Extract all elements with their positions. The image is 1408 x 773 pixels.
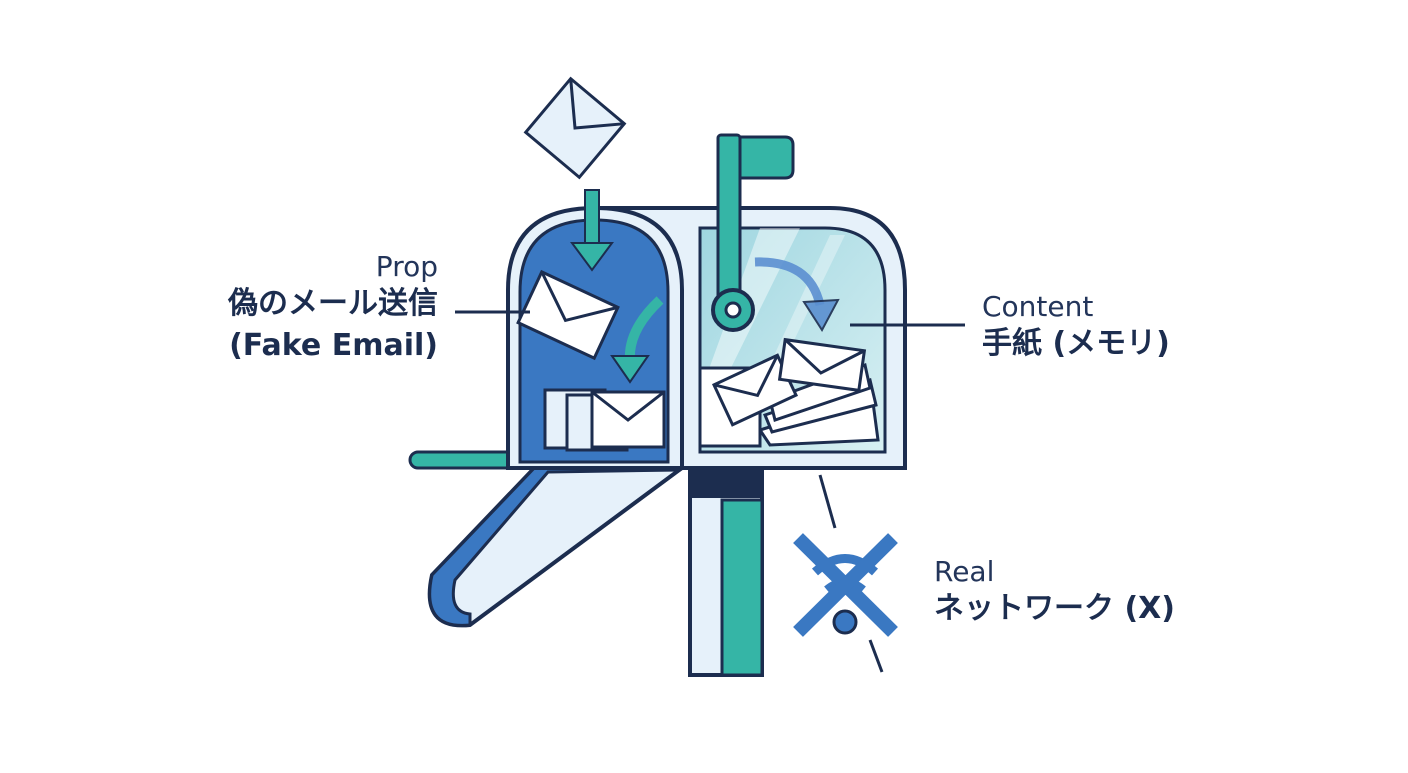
curved-arrow-glass-icon — [754, 257, 840, 332]
label-prop-caption: Prop — [375, 250, 438, 283]
label-content-caption: Content — [982, 290, 1094, 323]
falling-envelope-icon — [523, 76, 627, 180]
arrow-down-icon — [570, 189, 614, 272]
curved-arrow-icon — [610, 296, 664, 384]
mailbox-post — [688, 468, 764, 677]
label-prop-title-en: (Fake Email) — [229, 328, 438, 363]
label-real-caption: Real — [934, 555, 995, 588]
label-prop: Prop 偽のメール送信 (Fake Email) — [228, 250, 438, 367]
label-real-title: ネットワーク (X) — [934, 591, 1175, 626]
mailbox-door — [408, 450, 697, 628]
flag-icon — [711, 133, 795, 332]
leader-line-real-bottom — [868, 639, 884, 673]
leader-lines — [455, 310, 965, 673]
label-real: Real ネットワーク (X) — [934, 555, 1175, 630]
envelope-stack-left — [543, 388, 666, 452]
label-prop-title-ja: 偽のメール送信 — [228, 286, 438, 321]
letter-pile — [698, 337, 880, 448]
envelope-icon — [516, 269, 620, 361]
label-content: Content 手紙 (メモリ) — [982, 290, 1170, 365]
label-content-title: 手紙 (メモリ) — [982, 326, 1170, 361]
leader-line-real-top — [818, 474, 837, 529]
no-wifi-icon — [793, 533, 898, 637]
